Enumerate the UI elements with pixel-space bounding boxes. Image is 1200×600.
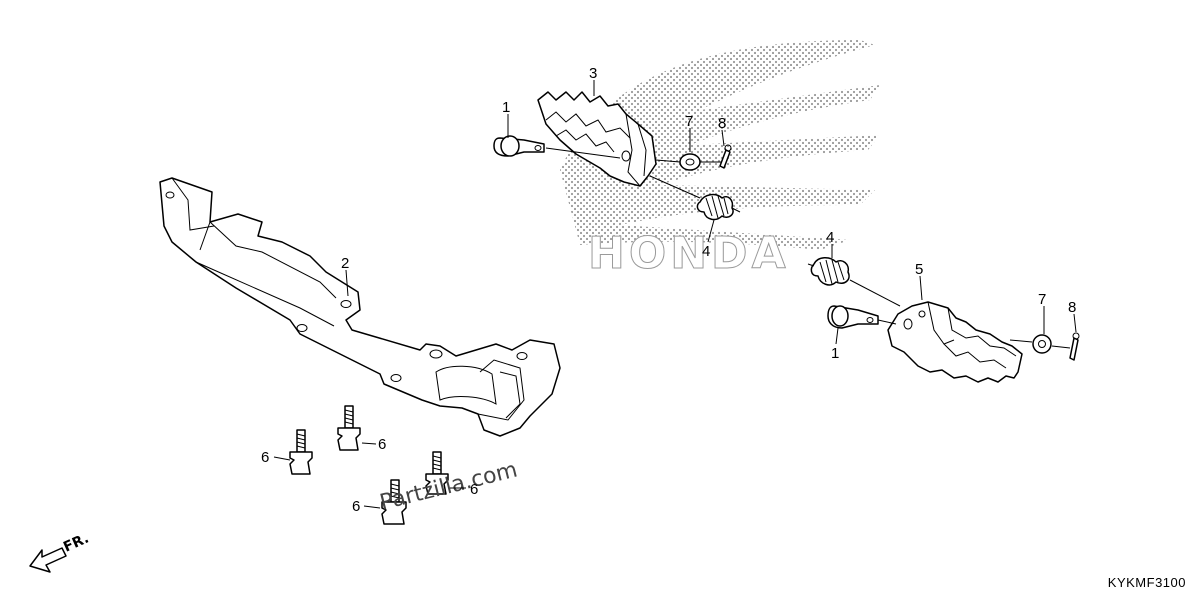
callout-labels: 1 3 7 8 4 2 4 5 1 7 8 6 6 6 6 — [261, 65, 1076, 515]
footpeg-right — [887, 301, 1023, 383]
footpeg-left — [537, 91, 657, 187]
washer-upper — [655, 153, 701, 171]
callout-6-d: 6 — [352, 498, 360, 515]
spring-upper — [649, 175, 741, 221]
callout-6-a: 6 — [261, 449, 269, 466]
flange-bolt-a — [289, 429, 313, 475]
callout-8-upper: 8 — [718, 115, 726, 132]
diagram-code: KYKMF3100 — [1107, 575, 1186, 590]
washer-lower — [1009, 334, 1052, 354]
flange-bolt-b — [337, 405, 361, 451]
front-direction-arrow-icon: FR. — [29, 530, 91, 573]
honda-text-watermark: HONDA — [588, 228, 790, 280]
callout-2: 2 — [341, 255, 349, 272]
svg-text:HONDA: HONDA — [588, 228, 790, 279]
callout-3: 3 — [589, 65, 597, 82]
spring-lower — [807, 257, 901, 307]
callout-7-upper: 7 — [685, 113, 693, 130]
clevis-pin-lower — [827, 305, 897, 329]
honda-wing-watermark — [560, 40, 880, 250]
flange-bolt-c — [425, 451, 449, 495]
callout-6-c: 6 — [470, 481, 478, 498]
callout-1-lower: 1 — [831, 345, 839, 362]
callout-4-upper: 4 — [702, 243, 710, 260]
cotter-pin-upper — [700, 144, 732, 169]
flange-bolt-d — [381, 479, 407, 525]
callout-6-b: 6 — [378, 436, 386, 453]
callout-5: 5 — [915, 261, 923, 278]
direction-label: FR. — [61, 530, 91, 555]
callout-1-upper: 1 — [502, 99, 510, 116]
callout-4-lower: 4 — [826, 229, 834, 246]
footpeg-bracket — [159, 177, 561, 437]
callout-8-lower: 8 — [1068, 299, 1076, 316]
partzilla-watermark: Partzilla.com — [377, 458, 520, 516]
clevis-pin-upper — [493, 135, 621, 159]
callout-7-lower: 7 — [1038, 291, 1046, 308]
leader-lines — [273, 80, 1077, 509]
cotter-pin-lower — [1051, 332, 1080, 361]
svg-text:Partzilla.com: Partzilla.com — [377, 458, 520, 516]
